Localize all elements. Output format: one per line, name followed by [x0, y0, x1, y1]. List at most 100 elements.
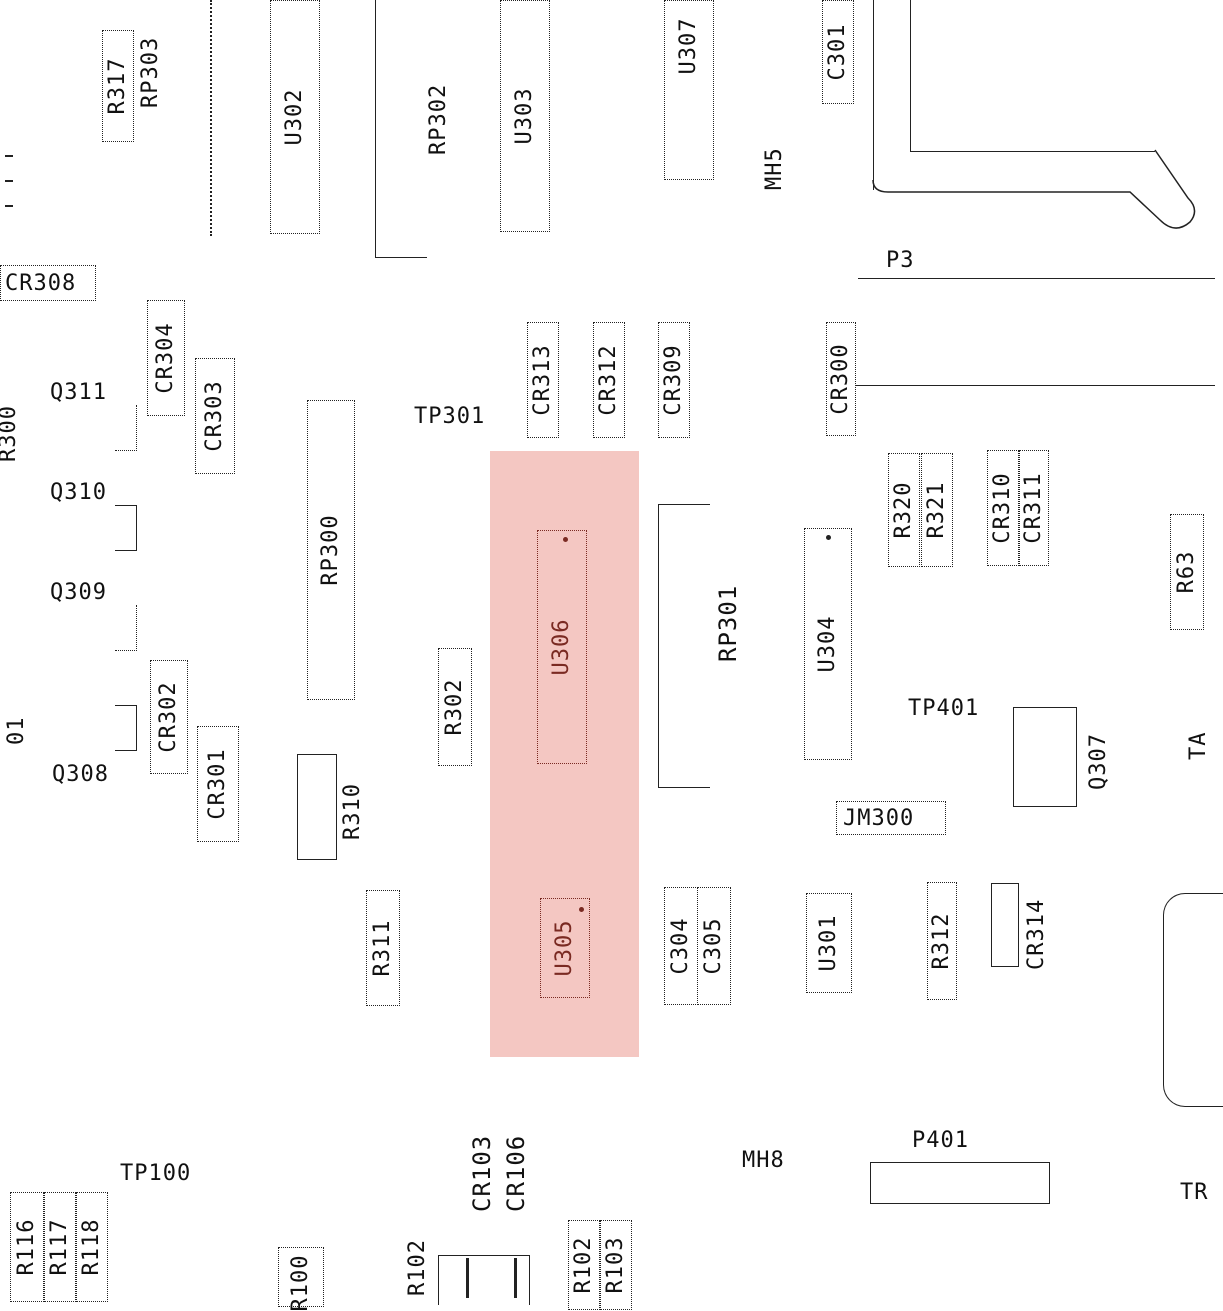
C304-label: C304	[668, 917, 693, 975]
pin1-marker	[579, 907, 584, 912]
R103-label: R103	[603, 1236, 628, 1294]
R321-label: R321	[924, 481, 949, 539]
CR308-part[interactable]: CR308	[0, 265, 96, 301]
p3-trace	[858, 278, 1215, 280]
R117-label: R117	[47, 1218, 72, 1276]
CR300-part[interactable]: CR300	[826, 322, 856, 436]
board-edge-outline	[910, 0, 1155, 152]
CR301-part[interactable]: CR301	[197, 726, 239, 842]
R102b-label: R102	[571, 1236, 596, 1294]
R100-part[interactable]: R100	[278, 1247, 324, 1311]
U304-part[interactable]: U304	[804, 528, 852, 760]
RP300-part[interactable]: RP300	[307, 400, 355, 700]
U306-part[interactable]: U306	[537, 530, 587, 764]
R117-part[interactable]: R117	[44, 1192, 76, 1302]
CR311-label: CR311	[1021, 472, 1046, 544]
RP300-label: RP300	[318, 514, 343, 586]
Q310-body	[115, 505, 137, 551]
trace-line	[210, 0, 212, 236]
CR301-label: CR301	[205, 748, 230, 820]
Q308-body	[115, 705, 137, 751]
P401-label: P401	[912, 1128, 969, 1153]
U301-part[interactable]: U301	[806, 893, 852, 993]
pin1-marker	[563, 537, 568, 542]
R311-part[interactable]: R311	[366, 890, 400, 1006]
RP301-outline	[658, 504, 710, 788]
edge-tick	[5, 180, 13, 182]
highlight-region	[490, 451, 639, 1057]
P401-connector[interactable]	[870, 1162, 1050, 1204]
U307-part[interactable]: U307	[664, 0, 714, 180]
JM300-part[interactable]: JM300	[836, 801, 946, 835]
RP302-label: RP302	[426, 83, 451, 155]
U302-label: U302	[282, 88, 307, 146]
Q311-body	[115, 405, 137, 451]
U301-label: U301	[816, 914, 841, 972]
MH5-label: MH5	[762, 147, 787, 190]
R310-part[interactable]	[297, 754, 337, 860]
C305-label: C305	[701, 917, 726, 975]
C301-label: C301	[825, 23, 850, 81]
R102-label: R102	[405, 1239, 430, 1296]
CR313-part[interactable]: CR313	[527, 322, 559, 438]
R312-label: R312	[929, 912, 954, 970]
CR302-part[interactable]: CR302	[150, 660, 188, 774]
R63-label: R63	[1174, 550, 1199, 594]
diode-mark	[514, 1258, 517, 1298]
R118-part[interactable]: R118	[76, 1192, 108, 1302]
board-edge-outline-left	[873, 0, 875, 190]
R310-label: R310	[340, 783, 365, 840]
CR309-label: CR309	[661, 344, 686, 416]
CR308-label: CR308	[5, 271, 77, 296]
diode-mark	[466, 1258, 469, 1298]
R320-label: R320	[891, 481, 916, 539]
R312-part[interactable]: R312	[927, 882, 957, 1000]
RP301-label: RP301	[714, 584, 742, 662]
diode-pair-outline	[438, 1255, 530, 1305]
TP100-label: TP100	[120, 1161, 192, 1186]
R302-label: R302	[442, 678, 467, 736]
R116-part[interactable]: R116	[10, 1192, 44, 1302]
R317-part[interactable]: R317	[102, 30, 134, 142]
rp302-outline	[375, 0, 427, 258]
R302-part[interactable]: R302	[438, 648, 472, 766]
CR103-label: CR103	[468, 1134, 496, 1212]
RP303-label: RP303	[138, 36, 163, 108]
U305-part[interactable]: U305	[540, 898, 590, 998]
R320-part[interactable]: R320	[888, 453, 920, 567]
CR314-part[interactable]	[991, 883, 1019, 967]
U303-part[interactable]: U303	[500, 0, 550, 232]
Q307-part[interactable]	[1013, 707, 1077, 807]
Q307-label: Q307	[1086, 733, 1111, 790]
R317-label: R317	[105, 57, 130, 115]
CR304-part[interactable]: CR304	[147, 300, 185, 416]
U302-part[interactable]: U302	[270, 0, 320, 234]
CR303-part[interactable]: CR303	[195, 358, 235, 474]
connector-outline	[1163, 893, 1223, 1107]
R321-part[interactable]: R321	[921, 453, 953, 567]
U307-label: U307	[676, 17, 701, 75]
C304-part[interactable]: C304	[664, 887, 698, 1005]
CR311-part[interactable]: CR311	[1019, 450, 1049, 566]
R63-part[interactable]: R63	[1170, 514, 1204, 630]
right-edge-label-2: TR	[1180, 1180, 1209, 1205]
Q310-label: Q310	[50, 480, 107, 505]
Q309-body	[115, 605, 137, 651]
R102b-part[interactable]: R102	[568, 1220, 600, 1310]
C305-part[interactable]: C305	[697, 887, 731, 1005]
TP301-label: TP301	[414, 404, 486, 429]
R300-label: R300	[0, 405, 21, 462]
edge-mark-label: 01	[4, 716, 29, 746]
CR314-label: CR314	[1024, 898, 1049, 970]
U305-label: U305	[552, 919, 577, 977]
CR106-label: CR106	[502, 1134, 530, 1212]
CR312-part[interactable]: CR312	[593, 322, 625, 438]
CR310-part[interactable]: CR310	[987, 450, 1019, 566]
R103-part[interactable]: R103	[600, 1220, 632, 1310]
Q311-label: Q311	[50, 380, 107, 405]
CR309-part[interactable]: CR309	[658, 322, 690, 438]
U304-label: U304	[815, 615, 840, 673]
C301-part[interactable]: C301	[822, 0, 854, 104]
CR302-label: CR302	[156, 681, 181, 753]
